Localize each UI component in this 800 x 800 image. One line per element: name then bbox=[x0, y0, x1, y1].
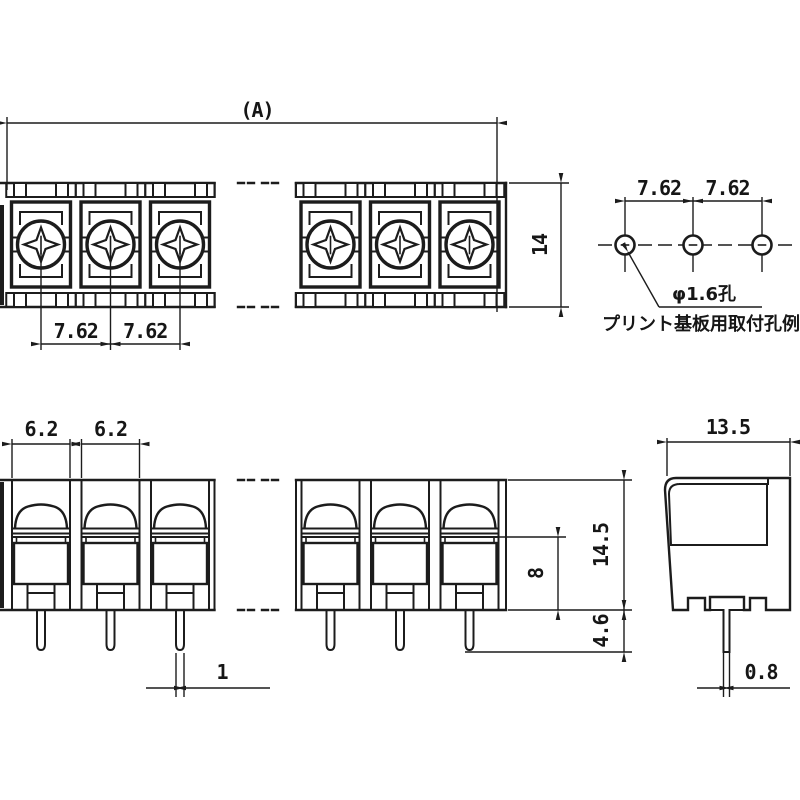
terminal-block-front-body bbox=[0, 478, 508, 652]
dim-label-pin-width: 1 bbox=[216, 660, 228, 684]
dim-label-pcb-pitch-right: 7.62 bbox=[705, 176, 749, 200]
dim-side-width: 13.5 bbox=[657, 415, 800, 476]
cut-edge bbox=[0, 205, 4, 305]
dim-pitch-pcb: 7.62 7.62 bbox=[615, 176, 772, 204]
top-view: (A) 7.62 7.62 14 bbox=[0, 98, 569, 350]
dim-label-clamp-height: 8 bbox=[524, 568, 548, 579]
dim-label-pcb-pitch-left: 7.62 bbox=[637, 176, 681, 200]
dim-label-pin-protrusion: 4.6 bbox=[589, 614, 613, 647]
dim-label-side-width: 13.5 bbox=[706, 415, 750, 439]
cut-edge bbox=[0, 482, 4, 608]
dim-openings: 6.2 6.2 bbox=[2, 417, 150, 478]
terminal-block-side-body bbox=[663, 476, 792, 697]
dim-label-pin-thickness: 0.8 bbox=[744, 660, 777, 684]
dim-label-opening-right: 6.2 bbox=[94, 417, 127, 441]
dim-pin-thickness: 0.8 bbox=[697, 660, 790, 691]
dim-pitch-top-view: 7.62 7.62 bbox=[31, 250, 190, 350]
dim-depth: 14 bbox=[509, 173, 569, 317]
front-view: 6.2 6.2 1 8 14.5 4.6 bbox=[0, 417, 632, 697]
dim-pin-width: 1 bbox=[146, 653, 270, 697]
dim-overall-width: (A) bbox=[0, 98, 507, 312]
dim-label-pitch-right: 7.62 bbox=[123, 319, 167, 343]
dim-label-opening-left: 6.2 bbox=[24, 417, 57, 441]
terminal-block-top-body bbox=[0, 181, 508, 309]
side-view: 13.5 0.8 bbox=[657, 415, 800, 697]
dim-heights: 8 14.5 4.6 bbox=[465, 470, 632, 662]
hole-callout: φ1.6孔 プリント基板用取付孔例 bbox=[602, 242, 800, 335]
pcb-caption: プリント基板用取付孔例 bbox=[602, 313, 800, 335]
hole-diameter-label: φ1.6孔 bbox=[672, 284, 736, 305]
dim-label-body-height: 14.5 bbox=[589, 523, 613, 567]
dim-label-depth: 14 bbox=[528, 233, 552, 256]
dim-label-pitch-left: 7.62 bbox=[54, 319, 98, 343]
pcb-hole-layout: 7.62 7.62 φ1.6孔 プリント基板用取付孔例 bbox=[598, 176, 800, 335]
dim-label-overall-width: (A) bbox=[240, 98, 273, 122]
